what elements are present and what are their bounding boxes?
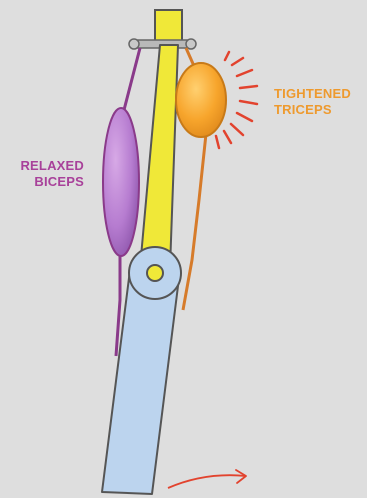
triceps-tendon-lower bbox=[183, 134, 206, 310]
forearm-bone bbox=[102, 270, 180, 494]
relaxed-biceps-label: RELAXED BICEPS bbox=[0, 158, 84, 190]
curved-arrow-icon bbox=[168, 470, 246, 488]
biceps-label-line2: BICEPS bbox=[0, 174, 84, 190]
triceps-tendon-upper bbox=[186, 48, 194, 66]
tightened-triceps-label: TIGHTENED TRICEPS bbox=[274, 86, 351, 118]
triceps-label-line2: TRICEPS bbox=[274, 102, 351, 118]
humerus-bone bbox=[140, 45, 178, 268]
triceps-label-line1: TIGHTENED bbox=[274, 86, 351, 102]
biceps-label-line1: RELAXED bbox=[0, 158, 84, 174]
triceps-muscle bbox=[176, 63, 226, 137]
elbow-pin bbox=[147, 265, 163, 281]
biceps-tendon-upper bbox=[124, 48, 140, 110]
biceps-tendon-lower bbox=[116, 248, 120, 356]
biceps-muscle bbox=[103, 108, 139, 256]
